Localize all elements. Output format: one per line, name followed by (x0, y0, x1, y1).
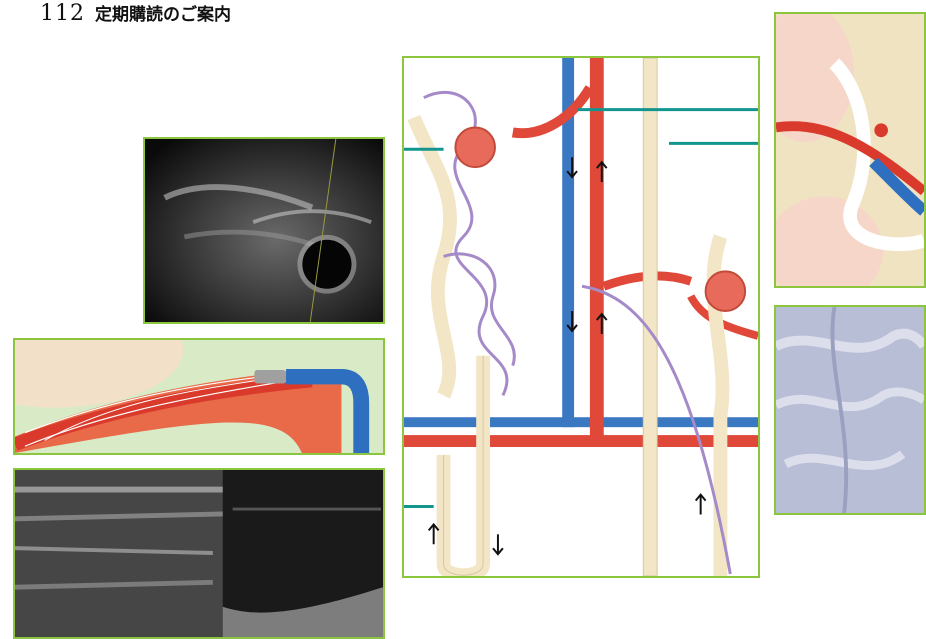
histology-image (774, 305, 926, 515)
ultrasound-cross-section-image (143, 137, 385, 324)
vessel-catheter-illustration (13, 338, 385, 455)
nephron-anatomy-illustration (402, 56, 760, 578)
ultrasound-longitudinal-graphic (15, 470, 383, 637)
ultrasound-cross-section-graphic (145, 139, 383, 322)
ultrasound-longitudinal-image (13, 468, 385, 639)
nephron-anatomy-graphic (404, 58, 758, 576)
page-title: 定期購読のご案内 (95, 0, 231, 25)
kidney-section-illustration (774, 12, 926, 288)
vessel-catheter-graphic (15, 340, 383, 453)
page-header: 112 定期購読のご案内 (40, 0, 231, 30)
page-number: 112 (40, 1, 85, 26)
kidney-section-graphic (776, 14, 924, 286)
histology-graphic (776, 307, 924, 513)
